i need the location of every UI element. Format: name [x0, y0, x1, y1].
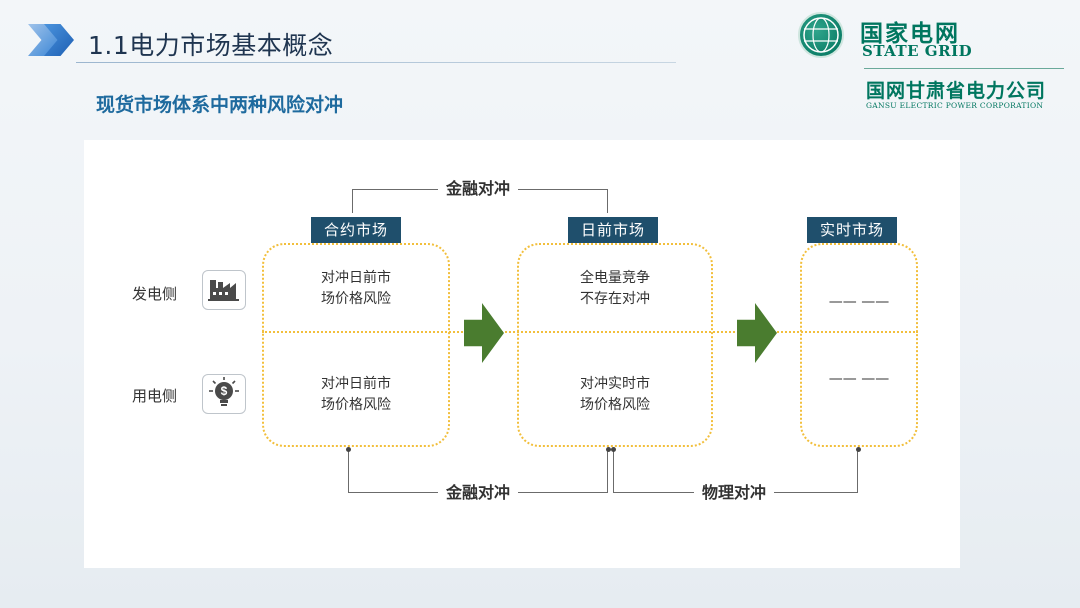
demand-side-label: 用电侧 — [132, 387, 178, 405]
day-ahead-market-box — [517, 243, 713, 447]
connector-dot — [611, 447, 616, 452]
logo-name-en: STATE GRID — [862, 42, 973, 60]
real-time-market-box — [800, 243, 918, 447]
contract-demand-text: 对冲日前市 场价格风险 — [321, 376, 391, 413]
title-underline — [76, 62, 676, 63]
logo-company-en: GANSU ELECTRIC POWER CORPORATION — [866, 101, 1044, 110]
bulb-icon-box: $ — [202, 374, 246, 414]
connector-dot — [606, 447, 611, 452]
page-subtitle: 现货市场体系中两种风险对冲 — [96, 94, 344, 116]
factory-icon-box — [202, 270, 246, 310]
logo-company-cn: 国网甘肃省电力公司 — [866, 80, 1047, 102]
day-ahead-supply-text: 全电量竞争 不存在对冲 — [580, 270, 650, 307]
header-real-time-market: 实时市场 — [807, 217, 897, 243]
connector-dot — [346, 447, 351, 452]
logo-divider — [864, 68, 1064, 69]
dollar-bulb-icon: $ — [209, 377, 239, 406]
real-time-supply-text: —— —— — [828, 294, 890, 310]
globe-icon — [803, 17, 839, 53]
state-grid-logo-icon — [798, 12, 844, 58]
page-title: 1.1电力市场基本概念 — [88, 31, 334, 60]
connector-dot — [856, 447, 861, 452]
real-time-demand-text: —— —— — [828, 371, 890, 387]
logo-name-cn: 国家电网 — [860, 21, 960, 47]
physical-hedge-label: 物理对冲 — [694, 483, 775, 503]
diagram-panel — [84, 140, 960, 568]
contract-market-box — [262, 243, 450, 447]
contract-supply-text: 对冲日前市 场价格风险 — [321, 270, 391, 307]
supply-side-label: 发电侧 — [132, 285, 178, 303]
financial-hedge-top-label: 金融对冲 — [438, 179, 519, 199]
header-contract-market: 合约市场 — [311, 217, 401, 243]
financial-hedge-bottom-label: 金融对冲 — [438, 483, 519, 503]
svg-text:$: $ — [221, 384, 228, 398]
day-ahead-demand-text: 对冲实时市 场价格风险 — [580, 376, 650, 413]
header-day-ahead-market: 日前市场 — [568, 217, 658, 243]
row-divider-line — [262, 331, 918, 333]
factory-icon — [208, 280, 239, 301]
